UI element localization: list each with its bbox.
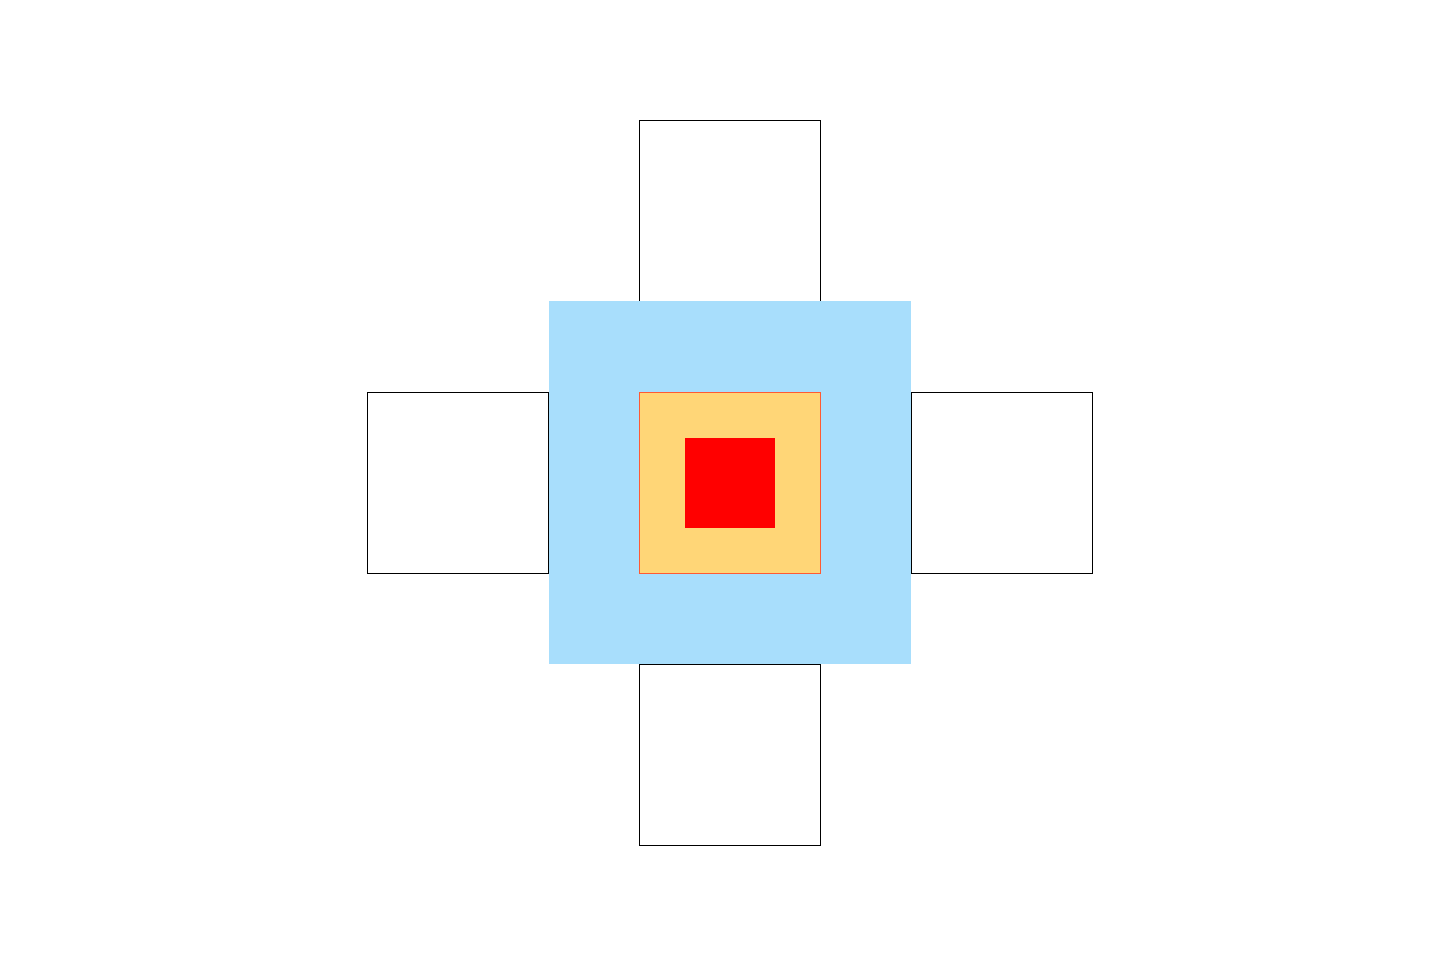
core-square bbox=[685, 438, 775, 528]
top-square bbox=[639, 120, 821, 302]
bottom-square bbox=[639, 664, 821, 846]
right-square bbox=[911, 392, 1093, 574]
left-square bbox=[367, 392, 549, 574]
